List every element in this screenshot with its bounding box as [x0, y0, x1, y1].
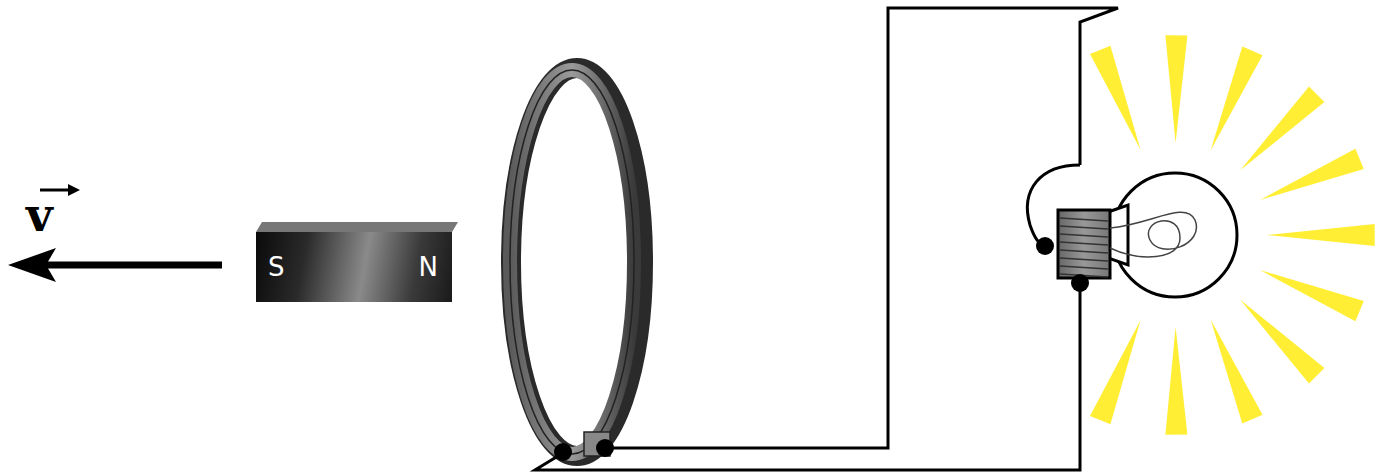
- light-ray: [1090, 320, 1141, 424]
- light-ray: [1260, 270, 1364, 321]
- light-rays: [1090, 35, 1375, 435]
- light-ray: [1211, 47, 1263, 151]
- light-ray: [1260, 149, 1364, 200]
- pole-label: N: [419, 252, 438, 282]
- terminal-dot: [554, 443, 572, 461]
- wire-loop: [510, 68, 643, 456]
- light-ray: [1165, 327, 1187, 435]
- circuit-wire: [535, 8, 1118, 470]
- velocity-label: v: [26, 192, 53, 238]
- light-ray: [1240, 87, 1324, 171]
- light-ray: [1090, 46, 1141, 150]
- bar-magnet: SN: [256, 232, 452, 302]
- light-ray: [1165, 35, 1187, 143]
- light-ray: [1240, 300, 1324, 384]
- terminal-dot: [1071, 274, 1089, 292]
- light-ray: [1211, 320, 1263, 424]
- terminal-dot: [1036, 237, 1054, 255]
- velocity-arrow: [8, 184, 222, 282]
- magnet-top: [256, 222, 458, 232]
- terminal-dot: [596, 439, 614, 457]
- light-ray: [1267, 224, 1375, 246]
- pole-label: S: [268, 252, 285, 282]
- light-bulb: [1058, 173, 1237, 297]
